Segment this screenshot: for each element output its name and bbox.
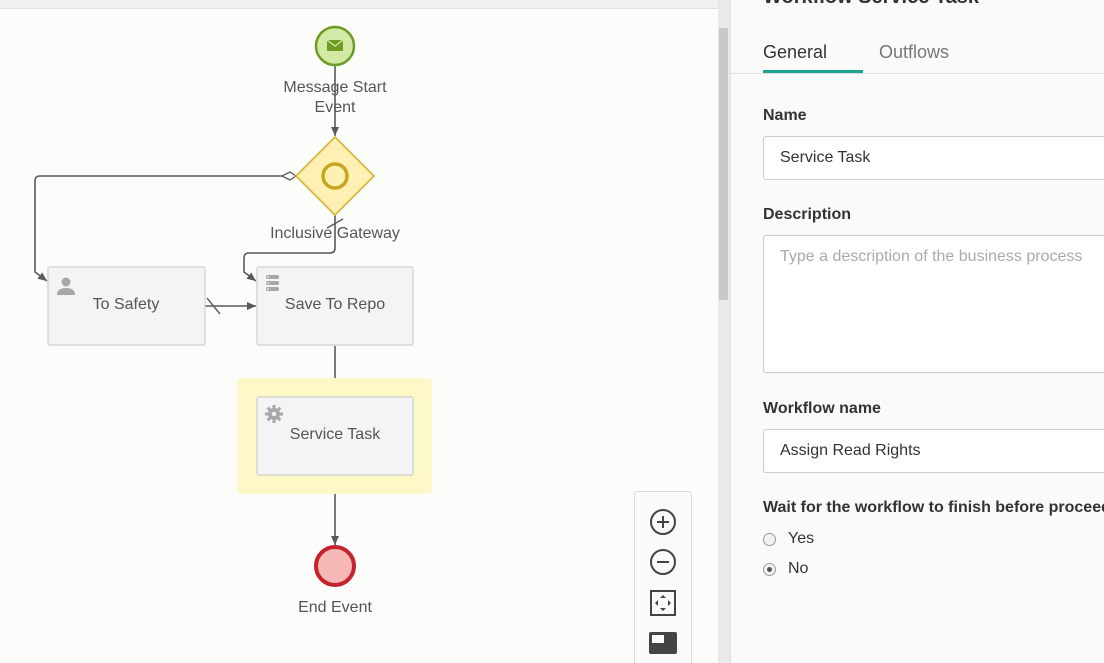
gateway-label: Inclusive Gateway: [270, 225, 400, 242]
start-event-label-line1: Message Start: [283, 79, 387, 96]
radio-no[interactable]: No: [763, 560, 808, 578]
zoom-controls: [634, 491, 692, 663]
minimap-icon[interactable]: [647, 627, 679, 659]
zoom-in-icon[interactable]: [647, 506, 679, 538]
task-service[interactable]: Service Task: [256, 396, 414, 476]
radio-selected-dot: [767, 566, 772, 572]
tab-divider: [731, 73, 1104, 74]
gear-icon: [265, 405, 283, 423]
radio-yes-circle[interactable]: [763, 532, 776, 546]
task-to-safety[interactable]: To Safety: [47, 266, 206, 346]
task-save-to-repo[interactable]: Save To Repo: [256, 266, 414, 346]
conditional-flow-marker: [280, 171, 298, 181]
process-canvas[interactable]: Message Start Event Inclusive Gateway To…: [0, 0, 718, 663]
radio-yes[interactable]: Yes: [763, 530, 814, 548]
tab-outflows[interactable]: Outflows: [879, 42, 950, 62]
user-icon: [57, 277, 75, 295]
panel-title: Workflow Service Task: [763, 0, 979, 9]
workflow-name-input[interactable]: Assign Read Rights: [763, 429, 1104, 473]
canvas-toolbar-strip: [0, 0, 718, 9]
description-label: Description: [763, 206, 852, 223]
end-event-label: End Event: [298, 599, 372, 616]
task-to-safety-label: To Safety: [93, 296, 160, 313]
fit-to-screen-icon[interactable]: [647, 587, 679, 619]
inclusive-circle-icon: [321, 162, 349, 190]
radio-no-label: No: [788, 560, 809, 577]
workflow-name-label: Workflow name: [763, 400, 881, 417]
wait-for-workflow-label: Wait for the workflow to finish before p…: [763, 499, 1104, 516]
radio-yes-label: Yes: [788, 530, 815, 547]
description-textarea[interactable]: Type a description of the business proce…: [763, 235, 1104, 373]
end-event[interactable]: [314, 545, 356, 587]
envelope-icon: [326, 39, 344, 51]
database-stack-icon: [266, 275, 279, 291]
process-diagram[interactable]: Message Start Event Inclusive Gateway To…: [0, 0, 718, 663]
task-save-to-repo-label: Save To Repo: [285, 296, 385, 313]
start-event-label-line2: Event: [315, 99, 356, 116]
name-input[interactable]: Service Task: [763, 136, 1104, 180]
canvas-scrollbar-thumb[interactable]: [719, 28, 728, 300]
zoom-out-icon[interactable]: [647, 546, 679, 578]
active-tab-indicator: [763, 70, 863, 73]
message-start-event[interactable]: [314, 25, 356, 67]
task-service-label: Service Task: [290, 426, 381, 443]
tab-general[interactable]: General: [763, 42, 828, 62]
flow-gateway-to-to-safety: [34, 175, 296, 282]
flow-gateway-to-save-to-repo: [243, 215, 336, 282]
radio-no-circle[interactable]: [763, 562, 776, 576]
properties-panel: Workflow Service Task General Outflows N…: [730, 0, 1104, 663]
name-label: Name: [763, 107, 807, 124]
inclusive-gateway[interactable]: [294, 135, 376, 217]
